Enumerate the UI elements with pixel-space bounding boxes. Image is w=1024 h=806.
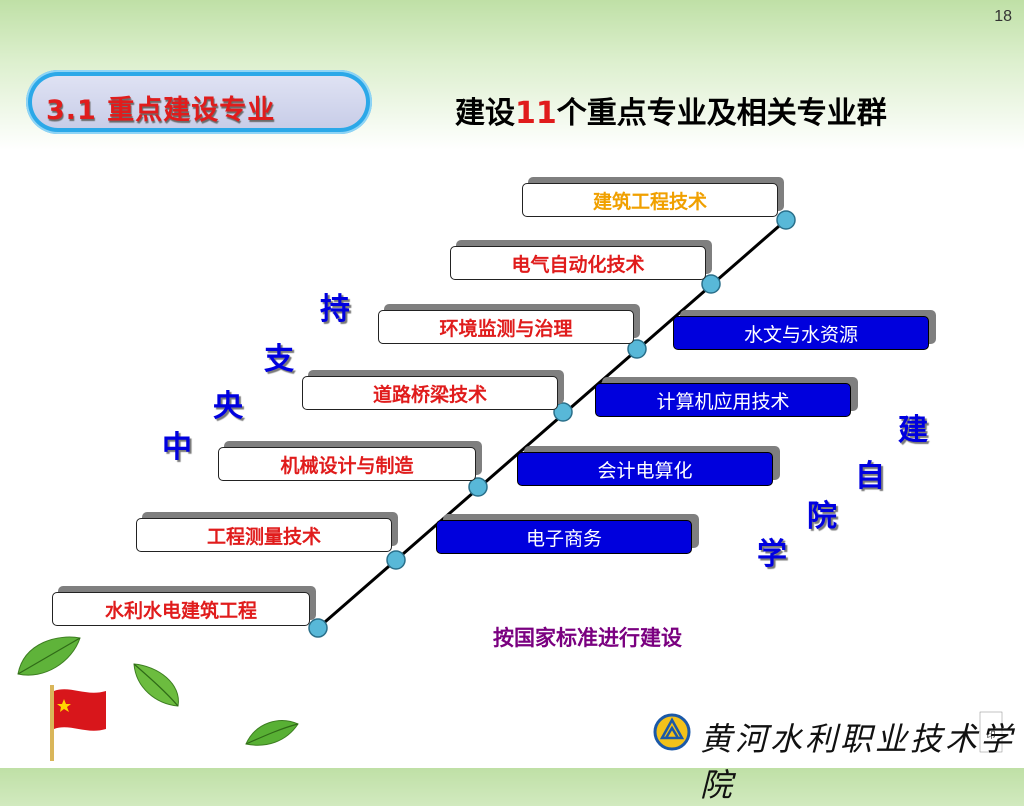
key-major-label: 工程测量技术 (206, 525, 321, 548)
title-prefix: 建设 (455, 96, 515, 131)
node-6 (701, 274, 721, 294)
key-major-label: 电气自动化技术 (511, 253, 645, 276)
staircase-diagram (308, 210, 796, 638)
college-build-char: 院 (807, 499, 837, 534)
section-pill-inner (32, 76, 366, 128)
key-major-label: 水利水电建筑工程 (104, 599, 257, 622)
key-major-2: 工程测量技术 (136, 518, 392, 552)
central-support-char: 中 (162, 430, 192, 465)
related-major-label: 水文与水资源 (743, 323, 858, 346)
node-1 (308, 618, 328, 638)
key-major-label: 建筑工程技术 (592, 190, 707, 213)
key-major-3: 机械设计与制造 (218, 447, 476, 481)
key-major-7: 建筑工程技术 (522, 183, 778, 217)
college-build-char: 建 (898, 413, 928, 448)
section-pill (26, 70, 372, 134)
related-major-label: 电子商务 (525, 527, 602, 550)
node-7 (776, 210, 796, 230)
school-logo: 印 (653, 711, 1003, 753)
college-build-char: 自 (855, 459, 885, 494)
related-major-label: 会计电算化 (597, 459, 693, 482)
central-support-char: 央 (213, 389, 243, 424)
related-major-3: 计算机应用技术 (595, 383, 851, 417)
svg-text:印: 印 (986, 729, 995, 741)
college-build-char: 学 (757, 537, 787, 572)
school-name: 黄河水利职业技术学院 (700, 720, 1016, 804)
node-2 (386, 550, 406, 570)
central-support-char: 持 (320, 292, 350, 327)
key-major-5: 环境监测与治理 (378, 310, 634, 344)
central-support-char: 支 (264, 342, 294, 377)
section-title: 3.1 重点建设专业 (46, 95, 276, 126)
staircase-nodes (308, 210, 796, 638)
related-major-label: 计算机应用技术 (656, 390, 790, 413)
key-major-label: 机械设计与制造 (280, 454, 414, 477)
node-4 (553, 402, 573, 422)
flag-icon (50, 685, 106, 761)
key-major-label: 道路桥梁技术 (372, 383, 487, 406)
related-major-4: 水文与水资源 (673, 316, 929, 350)
page-number: 18 (994, 8, 1012, 25)
page-title: 建设11个重点专业及相关专业群 (455, 88, 887, 132)
related-major-2: 会计电算化 (517, 452, 773, 486)
leaf-icon (133, 663, 179, 707)
logo-emblem-icon (653, 713, 691, 751)
title-suffix: 个重点专业及相关专业群 (556, 96, 887, 131)
title-number: 11 (515, 96, 557, 131)
node-3 (468, 477, 488, 497)
leaf-icon (17, 636, 81, 676)
key-major-1: 水利水电建筑工程 (52, 592, 310, 626)
key-major-6: 电气自动化技术 (450, 246, 706, 280)
related-major-1: 电子商务 (436, 520, 692, 554)
node-5 (627, 339, 647, 359)
footer-note: 按国家标准进行建设 (493, 626, 682, 650)
key-major-4: 道路桥梁技术 (302, 376, 558, 410)
leaf-icon (245, 720, 299, 746)
key-major-label: 环境监测与治理 (439, 317, 573, 340)
